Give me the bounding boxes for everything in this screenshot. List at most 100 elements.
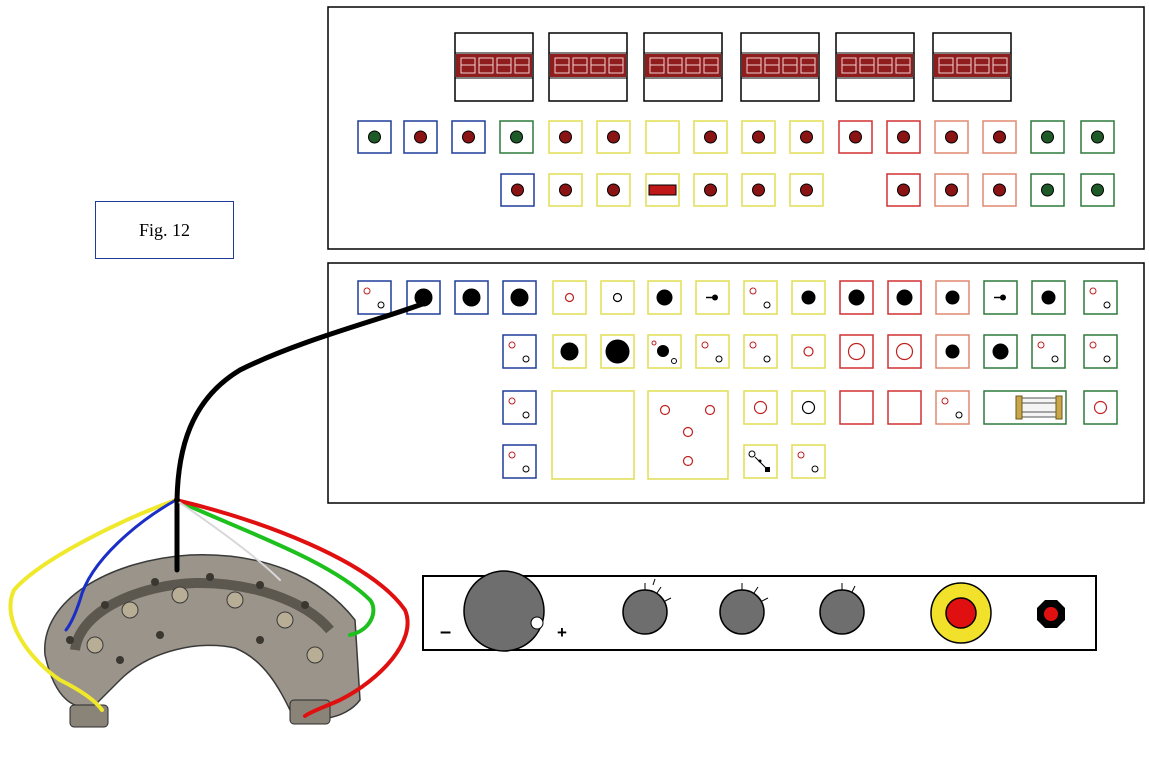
- indicator-lamp: [741, 173, 776, 207]
- wire-red: [174, 498, 410, 718]
- socket-panel-frame: [327, 262, 1145, 504]
- socket-pair[interactable]: [1031, 334, 1066, 369]
- socket-pair[interactable]: [935, 390, 970, 425]
- socket-pair[interactable]: [743, 280, 778, 315]
- socket-pair[interactable]: [502, 444, 537, 479]
- socket-terminal-black[interactable]: [1031, 280, 1066, 315]
- socket-terminal-black[interactable]: [935, 334, 970, 369]
- socket-jack-red[interactable]: [743, 390, 778, 425]
- digital-display-3: [643, 32, 723, 102]
- socket-terminal-black[interactable]: [647, 280, 682, 315]
- socket-jack-black[interactable]: [600, 280, 635, 315]
- socket-arrow-plug[interactable]: [695, 280, 730, 315]
- socket-jack-red-large[interactable]: [887, 334, 922, 369]
- indicator-lamp: [982, 120, 1017, 154]
- socket-pair[interactable]: [502, 334, 537, 369]
- indicator-lamp: [1030, 120, 1065, 154]
- wire-green: [174, 498, 376, 637]
- socket-row-1: [357, 280, 1118, 315]
- socket-pair[interactable]: [743, 334, 778, 369]
- indicator-lamp: [500, 173, 535, 207]
- rectifier-holes: [66, 573, 309, 664]
- indicator-lamp: [1030, 173, 1065, 207]
- rectifier-mounting-lugs: [69, 699, 331, 728]
- socket-jack-red-large[interactable]: [839, 334, 874, 369]
- indicator-lamp: [789, 173, 824, 207]
- three-phase-socket-module[interactable]: [647, 390, 729, 480]
- socket-pair[interactable]: [357, 280, 392, 315]
- indicator-slot-empty: [645, 120, 680, 154]
- socket-pair[interactable]: [1083, 280, 1118, 315]
- wire-black: [174, 300, 428, 573]
- indicator-lamp: [886, 173, 921, 207]
- diode-buttons: [86, 586, 324, 664]
- socket-terminal-black[interactable]: [552, 334, 587, 369]
- digital-display-1: [454, 32, 534, 102]
- socket-terminal-black[interactable]: [935, 280, 970, 315]
- indicator-lamp: [934, 120, 969, 154]
- socket-terminal-combo[interactable]: [647, 334, 682, 369]
- socket-row-4: [502, 444, 826, 479]
- indicator-row-2: [500, 173, 1115, 207]
- socket-terminal-black[interactable]: [887, 280, 922, 315]
- wire-yellow: [8, 498, 178, 712]
- socket-pair[interactable]: [695, 334, 730, 369]
- main-speed-knob[interactable]: [463, 570, 545, 652]
- speed-plus-label: +: [557, 623, 567, 642]
- indicator-lamp: [596, 120, 631, 154]
- indicator-row-1: [357, 120, 1115, 154]
- indicator-lamp: [1080, 120, 1115, 154]
- socket-terminal-black[interactable]: [791, 280, 826, 315]
- socket-jack-black[interactable]: [791, 390, 826, 425]
- socket-panel: [327, 262, 1145, 504]
- adjust-knob-2[interactable]: [719, 583, 769, 635]
- digital-display-5: [835, 32, 915, 102]
- socket-terminal-black[interactable]: [502, 280, 537, 315]
- figure-label: Fig. 12: [95, 201, 234, 259]
- socket-terminal-black[interactable]: [454, 280, 489, 315]
- indicator-lamp: [693, 120, 728, 154]
- indicator-lamp: [741, 120, 776, 154]
- adjust-knob-1[interactable]: [622, 578, 672, 635]
- socket-pair[interactable]: [1083, 334, 1118, 369]
- socket-jack-red[interactable]: [552, 280, 587, 315]
- indicator-lamp: [548, 173, 583, 207]
- bar-indicator: [645, 173, 680, 207]
- socket-diode-symbol[interactable]: [743, 444, 778, 479]
- socket-pair[interactable]: [791, 444, 826, 479]
- socket-row-3: [502, 390, 1118, 480]
- adjust-knob-3[interactable]: [819, 583, 865, 635]
- empty-slot: [839, 390, 874, 425]
- test-leads: [8, 300, 428, 718]
- socket-jack-red[interactable]: [791, 334, 826, 369]
- indicator-lamp: [934, 173, 969, 207]
- digital-display-6: [932, 32, 1012, 102]
- socket-terminal-black[interactable]: [600, 334, 635, 369]
- indicator-lamp: [451, 120, 486, 154]
- indicator-lamp: [596, 173, 631, 207]
- socket-jack-red[interactable]: [1083, 390, 1118, 425]
- indicator-lamp: [693, 173, 728, 207]
- indicator-lamp: [499, 120, 534, 154]
- power-indicator-octagon: [1037, 600, 1065, 628]
- indicator-lamp: [548, 120, 583, 154]
- socket-pair[interactable]: [502, 390, 537, 425]
- wire-white: [175, 499, 281, 581]
- control-panel: [422, 570, 1097, 652]
- digital-display-2: [548, 32, 628, 102]
- emergency-stop-button[interactable]: [930, 582, 992, 644]
- fuse-holder-module[interactable]: [983, 390, 1067, 425]
- socket-row-2: [502, 334, 1118, 369]
- wire-junction: [174, 497, 180, 503]
- speed-minus-label: –: [440, 621, 452, 643]
- socket-terminal-black[interactable]: [983, 334, 1018, 369]
- wire-blue: [64, 498, 178, 632]
- rectifier-bridge-assembly: [44, 554, 361, 728]
- large-module-slot: [551, 390, 635, 480]
- rectifier-inner-ring: [70, 577, 334, 652]
- socket-terminal-black[interactable]: [839, 280, 874, 315]
- socket-arrow-plug[interactable]: [983, 280, 1018, 315]
- digital-display-4: [740, 32, 820, 102]
